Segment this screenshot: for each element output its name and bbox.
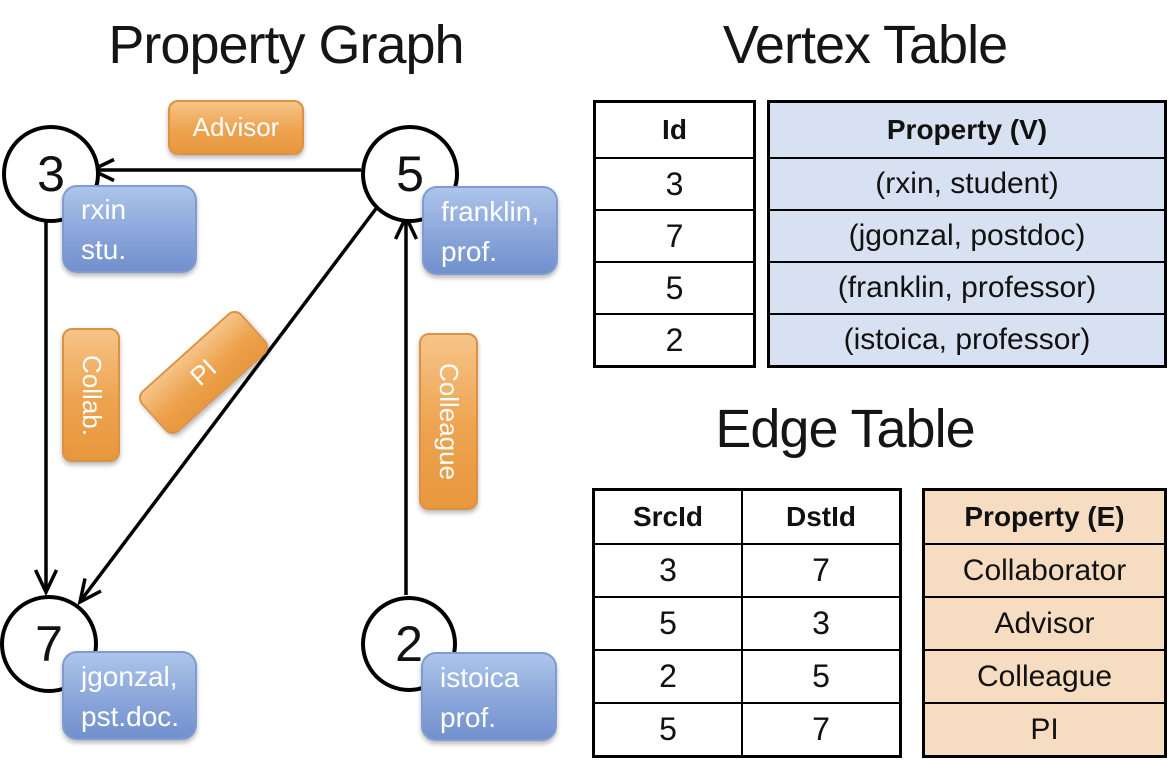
vertex-table-id-cell: 2 — [593, 313, 756, 368]
node-id-label: 7 — [35, 616, 63, 672]
edge-table-srcid-cell: 2 — [592, 649, 743, 704]
vertex-table-header-id: Id — [593, 100, 756, 159]
vertex-table-property-cell: (jgonzal, postdoc) — [767, 209, 1167, 263]
vertex-prop-box-3: rxin stu. — [62, 185, 197, 273]
edge-5-to-3 — [87, 157, 361, 183]
edge-table-property-cell: Colleague — [922, 649, 1167, 704]
edge-table-property-cell: Advisor — [922, 596, 1167, 651]
vertex-table-id-cell: 3 — [593, 157, 756, 211]
edge-table-dstid-cell: 5 — [741, 649, 902, 704]
vertex-prop-line: istoica — [440, 661, 520, 693]
edge-table-title: Edge Table — [715, 399, 975, 459]
vertex-table-id-column: Id 3 7 5 2 — [593, 100, 756, 368]
edge-label-text: Colleague — [434, 362, 464, 481]
node-id-label: 3 — [37, 146, 65, 202]
vertex-table-id-cell: 5 — [593, 261, 756, 315]
edge-table-dstid-cell: 7 — [741, 543, 902, 598]
edge-label-text: PI — [183, 352, 223, 392]
graph-node-7: 7 — [0, 595, 98, 693]
edge-label-pi: PI — [134, 306, 273, 439]
edge-table-property-cell: PI — [922, 702, 1167, 758]
edge-table-header-srcid: SrcId — [592, 488, 743, 545]
edge-table-srcid-cell: 5 — [592, 596, 743, 651]
vertex-prop-line: stu. — [81, 234, 127, 265]
vertex-table-title: Vertex Table — [722, 15, 1008, 75]
edge-label-advisor: Advisor — [168, 100, 304, 155]
vertex-table-id-cell: 7 — [593, 209, 756, 263]
edge-3-to-7 — [33, 214, 59, 597]
edge-label-collab: Collab. — [62, 328, 120, 462]
edge-table-dstid-cell: 7 — [741, 702, 902, 758]
vertex-prop-box-7: jgonzal, pst.doc. — [62, 651, 197, 740]
edge-table-header-property: Property (E) — [922, 488, 1167, 545]
edge-table-srcid-cell: 5 — [592, 702, 743, 758]
vertex-prop-line: prof. — [441, 235, 498, 267]
vertex-prop-line: prof. — [440, 701, 497, 733]
edge-table-id-columns: SrcId DstId 3 7 5 3 2 5 5 7 — [592, 488, 902, 758]
edge-label-colleague: Colleague — [419, 333, 478, 510]
vertex-table-property-column: Property (V) (rxin, student) (jgonzal, p… — [767, 100, 1167, 368]
edge-table-property-column: Property (E) Collaborator Advisor Collea… — [922, 488, 1167, 758]
edge-table-property-cell: Collaborator — [922, 543, 1167, 598]
vertex-table-header-property: Property (V) — [767, 100, 1167, 159]
graph-node-3: 3 — [2, 125, 100, 223]
node-id-label: 2 — [395, 616, 423, 672]
edge-label-text: Collab. — [76, 354, 107, 436]
vertex-prop-line: pst.doc. — [81, 700, 180, 732]
vertex-prop-box-2: istoica prof. — [421, 652, 557, 741]
vertex-table-property-cell: (istoica, professor) — [767, 313, 1167, 368]
vertex-prop-box-5: franklin, prof. — [422, 186, 558, 275]
vertex-table-property-cell: (rxin, student) — [767, 157, 1167, 211]
edge-label-text: Advisor — [192, 112, 280, 142]
node-id-label: 5 — [396, 146, 424, 202]
edge-table-dstid-cell: 3 — [741, 596, 902, 651]
property-graph-title: Property Graph — [108, 15, 464, 75]
vertex-table-property-cell: (franklin, professor) — [767, 261, 1167, 315]
vertex-prop-line: rxin — [81, 194, 127, 226]
vertex-prop-line: jgonzal, — [81, 660, 178, 692]
vertex-prop-line: franklin, — [441, 195, 540, 227]
edge-table-header-dstid: DstId — [741, 488, 902, 545]
edge-table-srcid-cell: 3 — [592, 543, 743, 598]
edge-2-to-5 — [393, 212, 419, 595]
